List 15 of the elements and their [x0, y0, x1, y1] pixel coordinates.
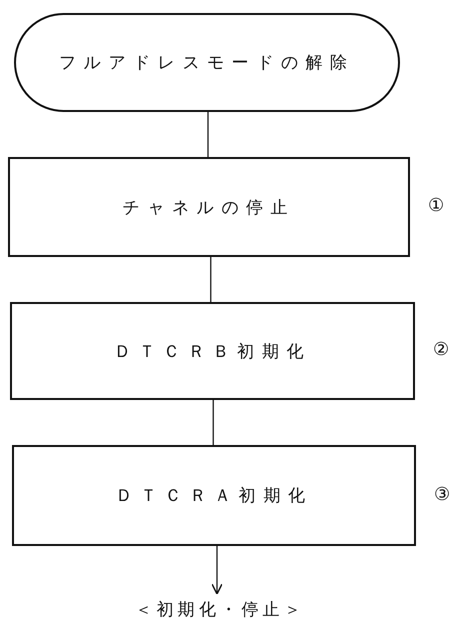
arrow [211, 546, 223, 595]
end-label: ＜初期化・停止＞ [135, 598, 305, 620]
process-box [8, 157, 410, 257]
step-label: ＤＴＣＲＢ初期化 [114, 340, 312, 362]
step-label: チャネルの停止 [122, 196, 296, 218]
step-number: ③ [434, 484, 450, 504]
step-label: フルアドレスモードの解除 [59, 52, 355, 74]
connector-line [212, 400, 214, 445]
process-box [12, 445, 416, 546]
step-number: ② [433, 339, 450, 360]
connector-line [210, 257, 212, 302]
process-box [10, 302, 415, 400]
step-label: ＤＴＣＲＡ初期化 [115, 485, 313, 507]
connector-line [207, 112, 209, 157]
step-number: ① [428, 195, 444, 216]
